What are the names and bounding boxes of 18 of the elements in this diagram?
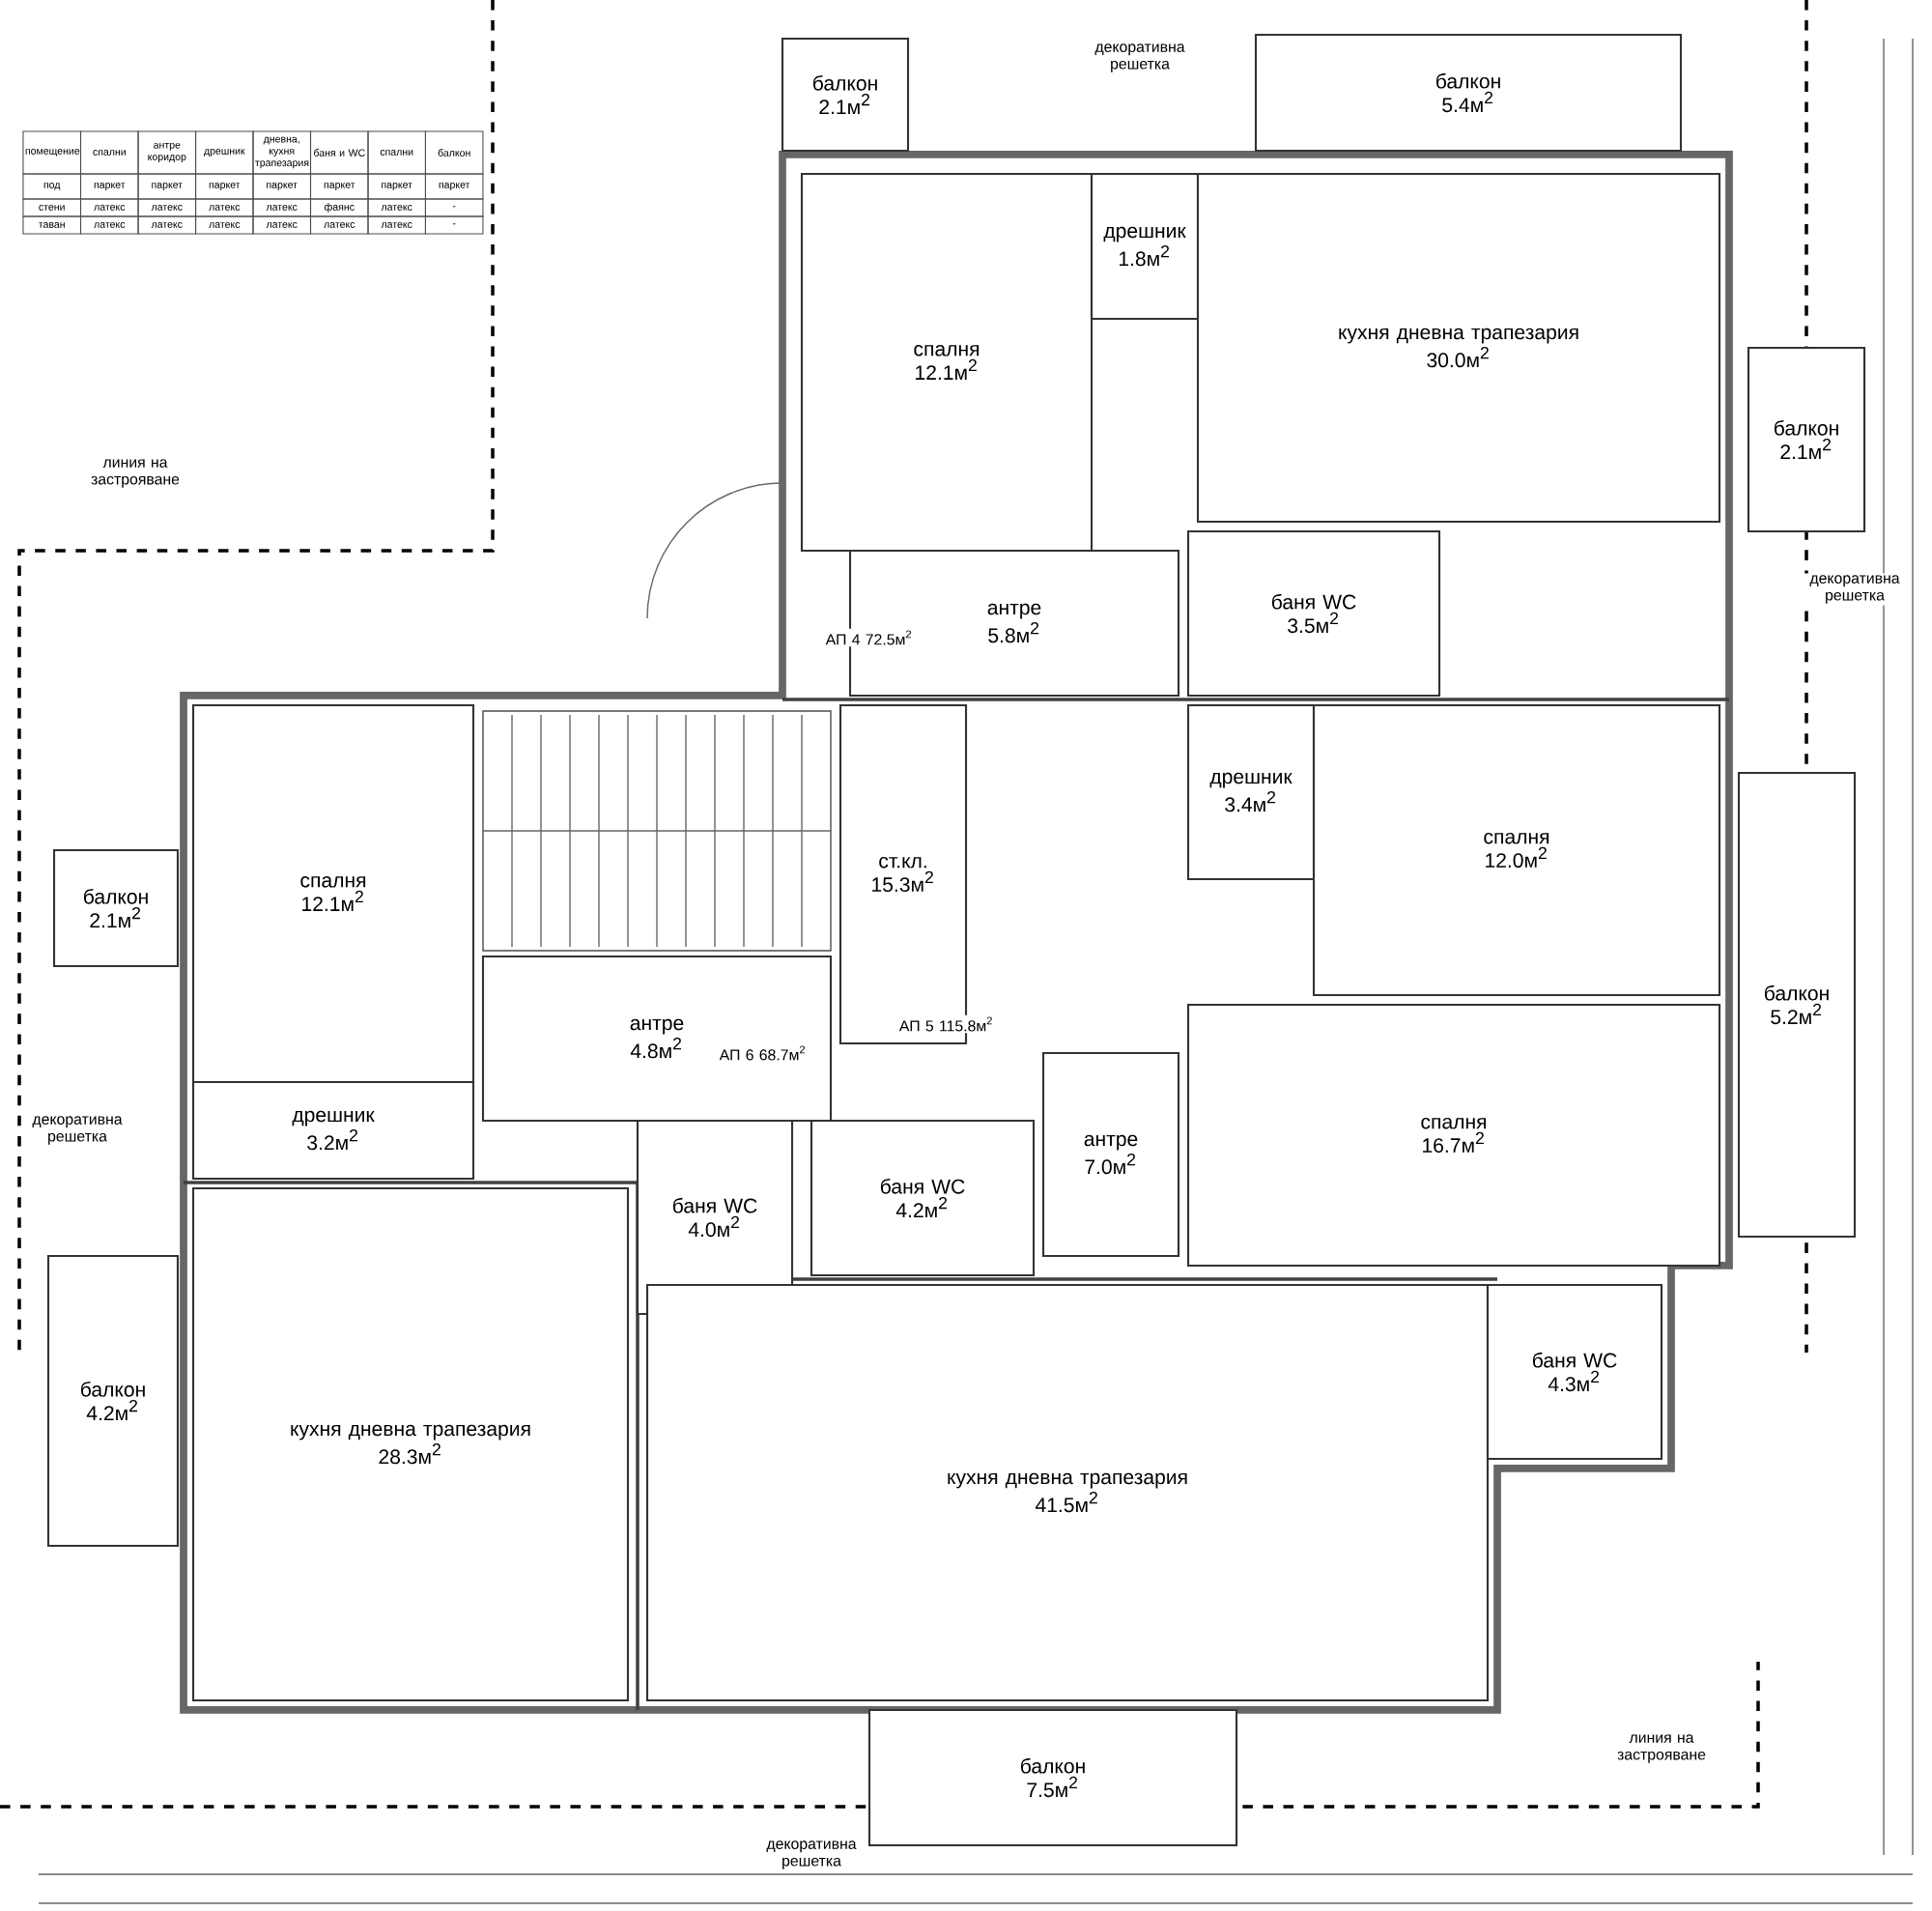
room-outline: антре 7.0м$^{2}$ (1041, 1051, 1180, 1258)
room-outline: дрешник 1.8м$^{2}$ (1090, 172, 1200, 321)
room-outline: балкон 5.4м$^{2}$ (1254, 33, 1683, 153)
room-outline: баня WC 3.5м$^{2}$ (1186, 529, 1441, 698)
room-outline: баня WC 4.3м$^{2}$ (1486, 1283, 1663, 1461)
room-outline: баня WC 4.2м$^{2}$ (810, 1119, 1036, 1277)
room-outline: спалня 16.7м$^{2}$ (1186, 1003, 1721, 1268)
room-outline: дрешник 3.2м$^{2}$ (191, 1080, 475, 1181)
room-outline: кухня дневна трапезария 28.3м$^{2}$ (191, 1186, 630, 1702)
room-outline: кухня дневна трапезария 41.5м$^{2}$ (645, 1283, 1490, 1702)
room-outline: дрешник 3.4м$^{2}$ (1186, 703, 1316, 881)
room-outline: балкон 7.5м$^{2}$ (867, 1708, 1238, 1847)
room-outline: балкон 2.1м$^{2}$ (781, 37, 910, 153)
room-outline: балкон 4.2м$^{2}$ (46, 1254, 180, 1548)
room-outline: балкон 2.1м$^{2}$ (1747, 346, 1866, 533)
room-outline: балкон 5.2м$^{2}$ (1737, 771, 1857, 1239)
room-outline: балкон 2.1м$^{2}$ (52, 848, 180, 968)
room-outline: кухня дневна трапезария 30.0м$^{2}$ (1196, 172, 1721, 524)
